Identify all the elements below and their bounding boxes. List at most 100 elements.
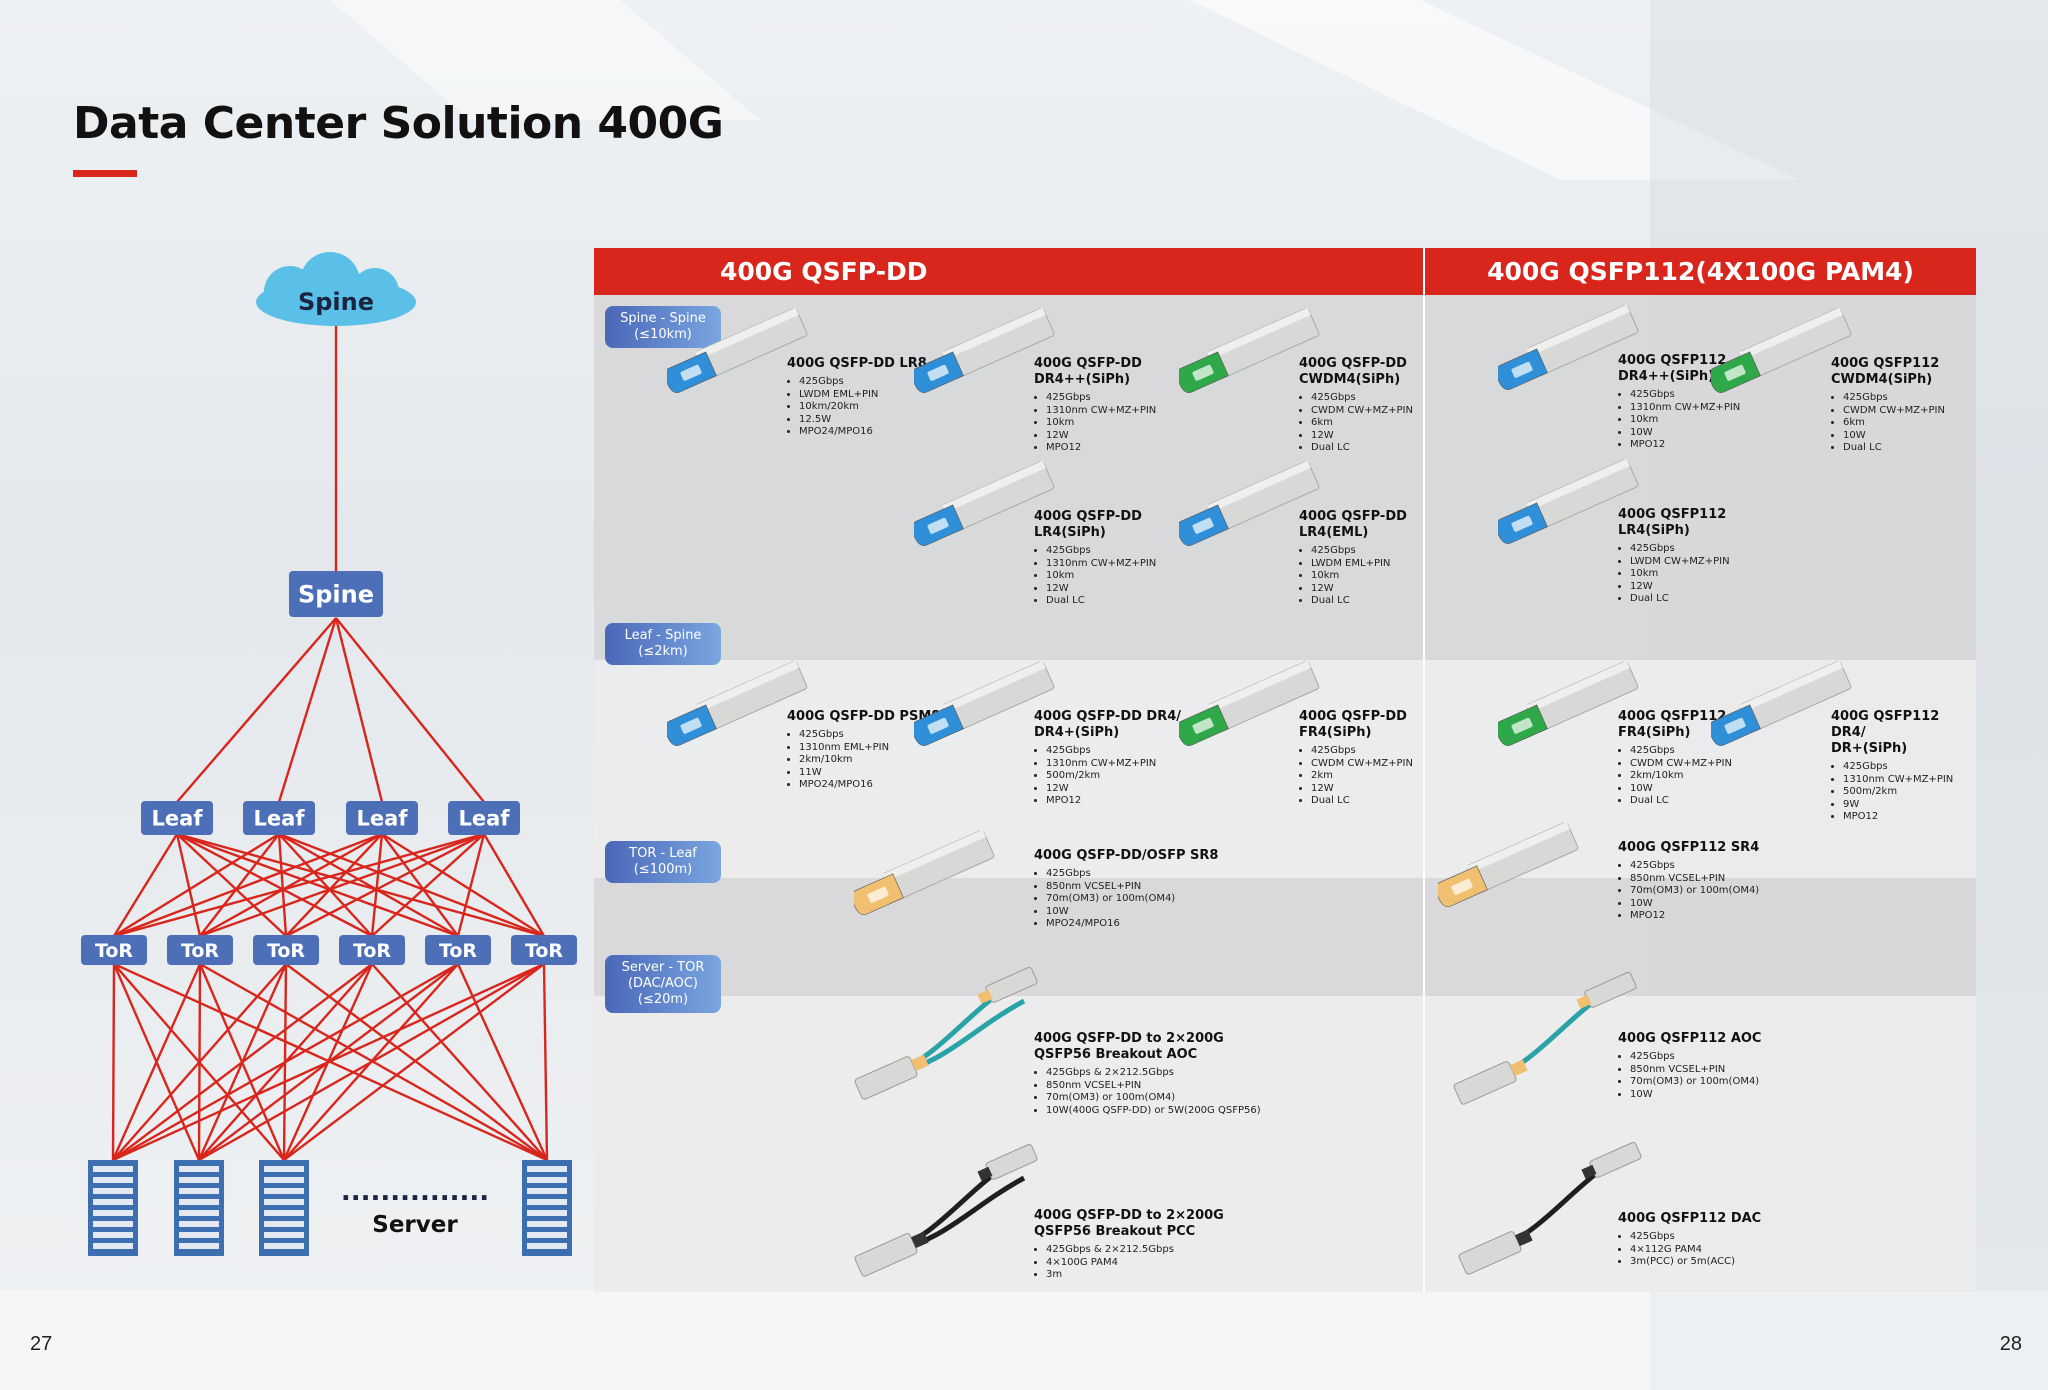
leaf-node: Leaf: [243, 801, 315, 835]
product-item: 400G QSFP112 LR4(SiPh)425GbpsLWDM CW+MZ+…: [1618, 507, 1730, 606]
product-specs: 425Gbps850nm VCSEL+PIN70m(OM3) or 100m(O…: [1618, 860, 1759, 923]
tor-node-label: ToR: [525, 940, 563, 962]
spine-node-label: Spine: [298, 581, 374, 609]
product-name: 400G QSFP-DD LR4(EML): [1299, 509, 1407, 540]
product-item: 400G QSFP-DD DR4++(SiPh)425Gbps1310nm CW…: [1034, 356, 1156, 455]
product-name: 400G QSFP112 DR4++(SiPh): [1618, 353, 1727, 384]
transceiver-image: [914, 307, 1055, 393]
tor-node: ToR: [425, 935, 491, 965]
product-specs: 425GbpsCWDM CW+MZ+PIN6km12WDual LC: [1299, 392, 1413, 455]
product-name: 400G QSFP-DD FR4(SiPh): [1299, 709, 1407, 740]
product-specs: 425Gbps1310nm CW+MZ+PIN10km10WMPO12: [1618, 389, 1740, 452]
transceiver-image: [1179, 307, 1320, 393]
spec-item: 10W: [1046, 906, 1218, 919]
product-item: 400G QSFP-DD to 2×200G QSFP56 Breakout A…: [1034, 1031, 1261, 1117]
server-label: Server: [372, 1212, 458, 1238]
spec-item: 1310nm CW+MZ+PIN: [1046, 558, 1156, 571]
product-specs: 425GbpsLWDM EML+PIN10km12WDual LC: [1299, 545, 1407, 608]
product-item: 400G QSFP-DD FR4(SiPh)425GbpsCWDM CW+MZ+…: [1299, 709, 1413, 808]
transceiver-image: [1711, 660, 1852, 746]
section-tag-tor-leaf: TOR - Leaf (≤100m): [605, 841, 721, 883]
spec-item: 425Gbps & 2×212.5Gbps: [1046, 1244, 1224, 1257]
spec-item: 500m/2km: [1046, 770, 1181, 783]
spec-item: 425Gbps: [1843, 392, 1945, 405]
spec-item: 425Gbps: [1311, 392, 1413, 405]
spec-item: 10km/20km: [799, 401, 927, 414]
leaf-node-label: Leaf: [459, 807, 511, 831]
transceiver-image: [667, 307, 808, 393]
product-item: 400G QSFP-DD LR4(SiPh)425Gbps1310nm CW+M…: [1034, 509, 1156, 608]
product-item: 400G QSFP-DD LR4(EML) 425GbpsLWDM EML+PIN…: [1299, 509, 1407, 608]
product-item: 400G QSFP-DD to 2×200G QSFP56 Breakout P…: [1034, 1208, 1224, 1282]
product-specs: 425Gbps850nm VCSEL+PIN70m(OM3) or 100m(O…: [1618, 1051, 1761, 1101]
header-qsfp-dd: 400G QSFP-DD: [594, 248, 1423, 295]
tor-node-label: ToR: [95, 940, 133, 962]
spec-item: CWDM CW+MZ+PIN: [1630, 758, 1732, 771]
transceiver-image: [667, 660, 808, 746]
product-name: 400G QSFP-DD LR8: [787, 356, 927, 371]
spec-item: 70m(OM3) or 100m(OM4): [1046, 1092, 1261, 1105]
spine-cloud: Spine: [256, 252, 416, 326]
transceiver-image: [1453, 971, 1637, 1105]
page-number-left: 27: [30, 1333, 53, 1355]
spec-item: 12W: [1630, 581, 1730, 594]
product-item: 400G QSFP112 DR4++(SiPh) 425Gbps1310nm CW…: [1618, 353, 1740, 452]
spec-item: 4×112G PAM4: [1630, 1244, 1761, 1257]
tor-node: ToR: [81, 935, 147, 965]
spec-item: 10W: [1630, 783, 1732, 796]
spec-item: 12.5W: [799, 414, 927, 427]
spec-item: 2km: [1311, 770, 1413, 783]
spec-item: 10km: [1630, 568, 1730, 581]
server-rack-icon: [522, 1160, 572, 1256]
product-specs: 425Gbps & 2×212.5Gbps850nm VCSEL+PIN70m(…: [1034, 1067, 1261, 1117]
spec-item: 12W: [1046, 783, 1181, 796]
product-name: 400G QSFP-DD DR4/ DR4+(SiPh): [1034, 709, 1182, 740]
spec-item: 1310nm EML+PIN: [799, 742, 940, 755]
product-specs: 425Gbps1310nm CW+MZ+PIN500m/2km12WMPO12: [1034, 745, 1181, 808]
transceiver-image: [1711, 307, 1852, 393]
spec-item: 70m(OM3) or 100m(OM4): [1046, 893, 1218, 906]
product-item: 400G QSFP112 SR4425Gbps850nm VCSEL+PIN70…: [1618, 840, 1759, 923]
server-rack-icon: [88, 1160, 138, 1256]
spec-item: 10W: [1843, 430, 1945, 443]
spec-item: 425Gbps: [1630, 1051, 1761, 1064]
spec-item: MPO12: [1843, 811, 1976, 824]
spec-item: 10W: [1630, 1089, 1761, 1102]
product-specs: 425Gbps850nm VCSEL+PIN70m(OM3) or 100m(O…: [1034, 868, 1218, 931]
product-specs: 425Gbps1310nm CW+MZ+PIN500m/2km9WMPO12: [1831, 761, 1976, 824]
product-item: 400G QSFP112 AOC425Gbps850nm VCSEL+PIN70…: [1618, 1031, 1761, 1101]
product-item: 400G QSFP112 DAC425Gbps4×112G PAM43m(PCC…: [1618, 1211, 1761, 1269]
spec-item: 1310nm CW+MZ+PIN: [1843, 774, 1976, 787]
spec-item: 2km/10km: [1630, 770, 1732, 783]
transceiver-image: [1179, 460, 1320, 546]
spec-item: MPO12: [1630, 439, 1740, 452]
transceiver-image: [1498, 660, 1639, 746]
spine-node: Spine: [289, 571, 383, 617]
tor-node-label: ToR: [353, 940, 391, 962]
transceiver-image: [854, 829, 995, 915]
spec-item: CWDM CW+MZ+PIN: [1311, 405, 1413, 418]
server-rack-icon: [259, 1160, 309, 1256]
title-underline: [73, 170, 137, 177]
spec-item: 6km: [1843, 417, 1945, 430]
section-band-server-tor: [594, 996, 1976, 1292]
leaf-node: Leaf: [346, 801, 418, 835]
product-item: 400G QSFP-DD CWDM4(SiPh)425GbpsCWDM CW+M…: [1299, 356, 1413, 455]
product-item: 400G QSFP112 DR4/ DR+(SiPh) 425Gbps1310nm…: [1831, 709, 1976, 824]
product-name: 400G QSFP112 DAC: [1618, 1211, 1762, 1226]
product-name: 400G QSFP-DD to 2×200G QSFP56 Breakout P…: [1034, 1208, 1224, 1239]
spec-item: 4×100G PAM4: [1046, 1257, 1224, 1270]
section-tag-spine-spine: Spine - Spine (≤10km): [605, 306, 721, 348]
spec-item: MPO24/MPO16: [1046, 918, 1218, 931]
transceiver-image: [914, 460, 1055, 546]
section-tag-server-tor: Server - TOR (DAC/AOC) (≤20m): [605, 955, 721, 1013]
transceiver-image: [854, 1143, 1038, 1277]
spec-item: 10W: [1630, 898, 1759, 911]
product-name: 400G QSFP112 DR4/ DR+(SiPh): [1831, 709, 1940, 756]
spec-item: MPO12: [1630, 910, 1759, 923]
spec-item: 9W: [1843, 799, 1976, 812]
product-item: 400G QSFP-DD DR4/ DR4+(SiPh) 425Gbps1310n…: [1034, 709, 1181, 808]
spec-item: Dual LC: [1630, 795, 1732, 808]
ellipsis-dots: ...............: [341, 1177, 489, 1207]
leaf-node-label: Leaf: [254, 807, 306, 831]
